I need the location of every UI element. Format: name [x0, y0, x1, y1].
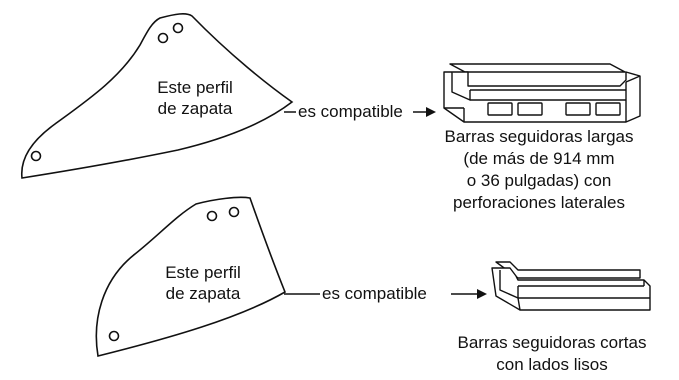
caption-short-bars: Barras seguidoras cortas con lados lisos — [434, 332, 670, 376]
shoe-profile-top — [20, 13, 294, 179]
caption-long-bars-line-2: (de más de 914 mm — [463, 149, 615, 168]
shoe-label-bottom: Este perfil de zapata — [148, 262, 258, 304]
short-follower-bar — [491, 261, 651, 311]
caption-long-bars-line-1: Barras seguidoras largas — [444, 127, 634, 146]
connector-arrow-top — [284, 107, 436, 117]
caption-long-bars-line-4: perforaciones laterales — [453, 193, 625, 212]
connector-arrow-bottom — [284, 289, 487, 299]
shoe-label-bottom-line-1: Este perfil — [165, 263, 241, 282]
shoe-label-top: Este perfil de zapata — [140, 77, 250, 119]
shoe-label-bottom-line-2: de zapata — [165, 284, 241, 303]
connector-text-bottom: es compatible — [322, 283, 427, 304]
long-follower-bar — [443, 63, 641, 123]
shoe-label-top-line-1: Este perfil — [157, 78, 233, 97]
shoe-label-top-line-2: de zapata — [157, 99, 233, 118]
connector-text-top: es compatible — [298, 101, 403, 122]
caption-long-bars: Barras seguidoras largas (de más de 914 … — [420, 126, 658, 214]
shoe-profile-bottom — [95, 196, 287, 357]
caption-short-bars-line-1: Barras seguidoras cortas — [457, 333, 647, 352]
caption-long-bars-line-3: o 36 pulgadas) con — [466, 171, 612, 190]
caption-short-bars-line-2: con lados lisos — [496, 355, 608, 374]
